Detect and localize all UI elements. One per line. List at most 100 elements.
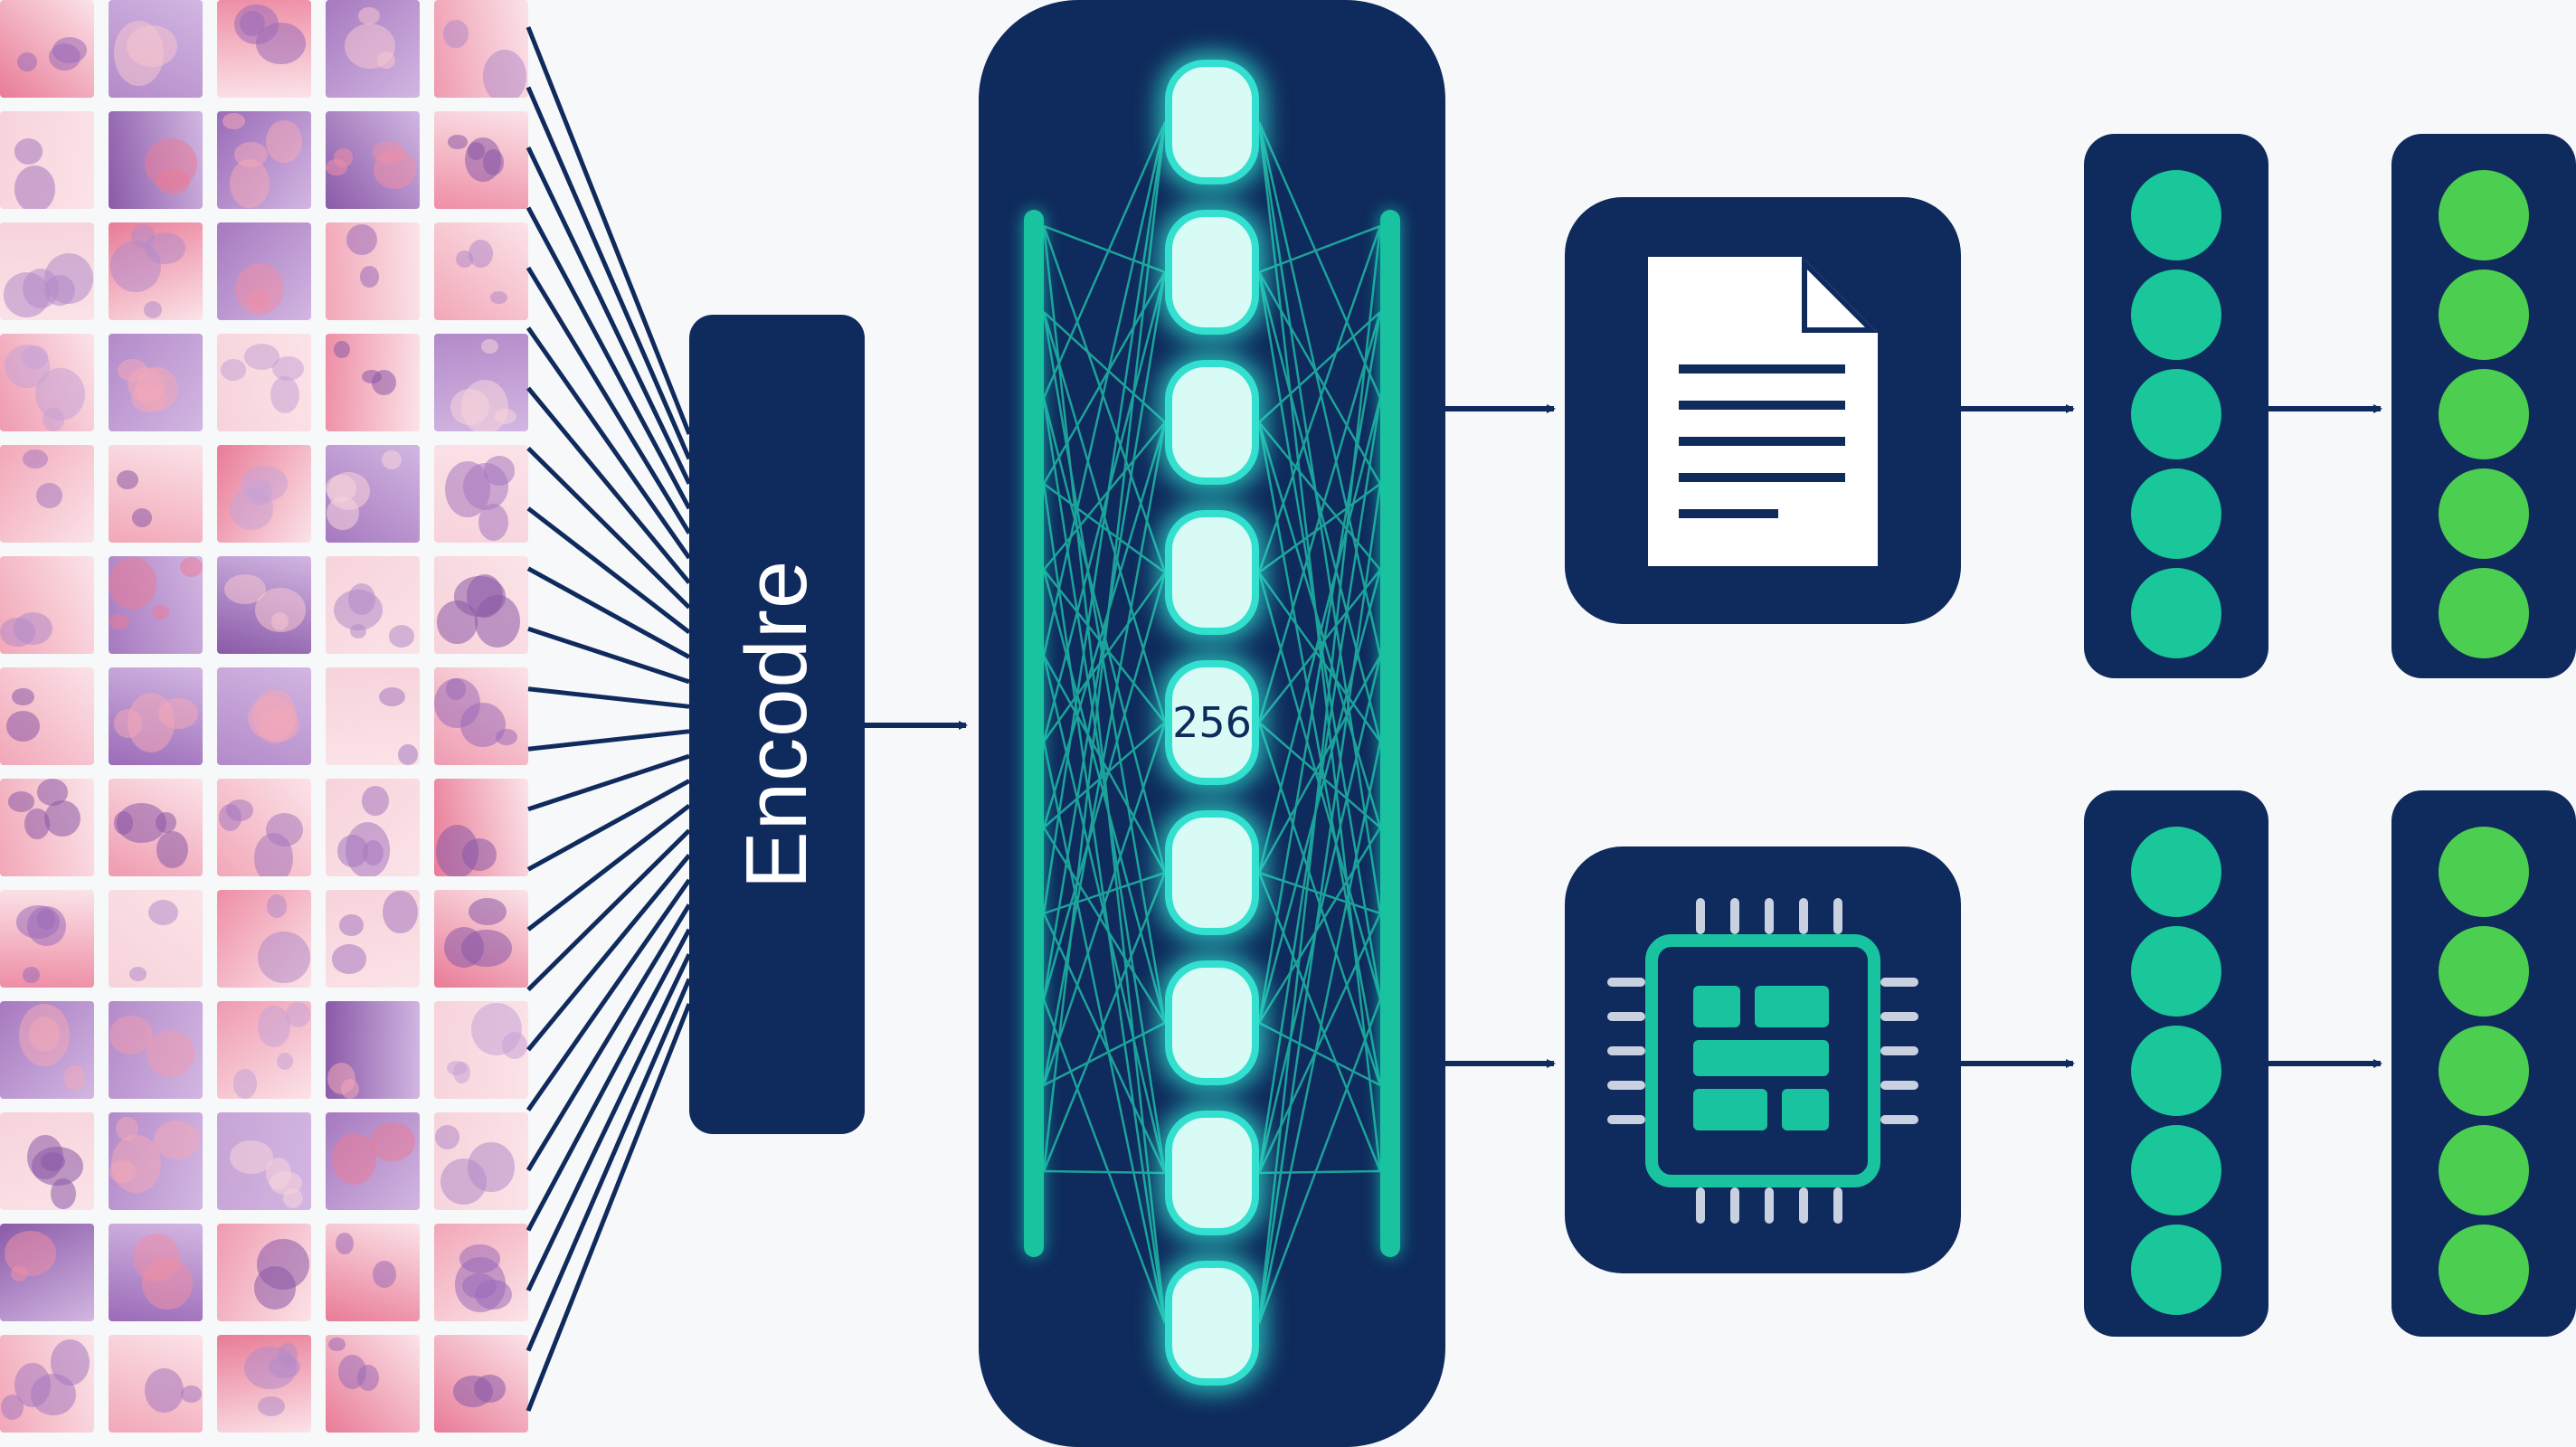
embedding-dot bbox=[2131, 1026, 2221, 1116]
tissue-tile bbox=[434, 556, 528, 654]
fan-line bbox=[526, 779, 691, 872]
tissue-tile bbox=[109, 222, 203, 320]
tissue-tile bbox=[217, 334, 311, 431]
tissue-tile bbox=[109, 1001, 203, 1099]
latent-node bbox=[1165, 60, 1259, 184]
fan-line bbox=[526, 566, 691, 659]
fan-line bbox=[526, 928, 692, 1232]
latent-node bbox=[1165, 960, 1259, 1085]
fan-line bbox=[526, 146, 692, 485]
tissue-tile bbox=[0, 334, 94, 431]
tissue-tile bbox=[217, 111, 311, 209]
chip-icon bbox=[1607, 898, 1918, 1224]
encoder-label: Encodre bbox=[728, 559, 825, 890]
fan-line bbox=[527, 753, 690, 812]
tissue-tile bbox=[109, 1335, 203, 1433]
fan-line bbox=[526, 953, 692, 1292]
output-dot bbox=[2439, 1026, 2529, 1116]
tissue-tile bbox=[109, 445, 203, 543]
embedding-column-bottom bbox=[2084, 790, 2268, 1337]
tissue-tile bbox=[217, 667, 311, 765]
embedding-dot bbox=[2131, 468, 2221, 559]
right-rail bbox=[1380, 210, 1400, 1257]
tissue-tile bbox=[326, 1224, 420, 1321]
tissue-tile bbox=[0, 890, 94, 988]
tissue-tile bbox=[434, 1112, 528, 1210]
tissue-tile bbox=[109, 556, 203, 654]
tissue-tile bbox=[217, 556, 311, 654]
tissue-tile bbox=[0, 111, 94, 209]
output-dot bbox=[2439, 270, 2529, 360]
output-column-bottom bbox=[2391, 790, 2576, 1337]
tissue-tile bbox=[434, 445, 528, 543]
tissue-tile bbox=[217, 890, 311, 988]
tissue-tile bbox=[326, 111, 420, 209]
tissue-tile bbox=[217, 1335, 311, 1433]
embedding-dot bbox=[2131, 926, 2221, 1017]
fan-line bbox=[526, 386, 691, 584]
tissue-tile bbox=[434, 111, 528, 209]
tissue-tile bbox=[0, 1335, 94, 1433]
latent-node bbox=[1165, 1261, 1259, 1386]
tissue-tile bbox=[434, 779, 528, 876]
tissue-tile bbox=[0, 667, 94, 765]
tissue-tile bbox=[0, 0, 94, 98]
output-dot bbox=[2439, 1225, 2529, 1315]
fan-line bbox=[527, 626, 690, 685]
tissue-tile bbox=[434, 222, 528, 320]
left-rail bbox=[1024, 210, 1044, 1257]
tissue-tile bbox=[434, 667, 528, 765]
tissue-tile bbox=[434, 334, 528, 431]
fan-line bbox=[526, 266, 692, 534]
fan-line bbox=[527, 729, 690, 752]
tissue-tile bbox=[326, 1001, 420, 1099]
tissue-tile bbox=[326, 667, 420, 765]
fan-line bbox=[526, 803, 691, 932]
tissue-tile bbox=[217, 779, 311, 876]
latent-node bbox=[1165, 210, 1259, 335]
fan-line bbox=[526, 1003, 692, 1412]
tissue-tile bbox=[109, 1112, 203, 1210]
latent-node bbox=[1165, 510, 1259, 635]
latent-network-panel: 256 bbox=[979, 0, 1445, 1447]
tissue-tile bbox=[0, 556, 94, 654]
fan-line bbox=[526, 828, 691, 992]
tissue-tile bbox=[326, 890, 420, 988]
tissue-tile bbox=[326, 556, 420, 654]
tissue-tile bbox=[109, 1224, 203, 1321]
latent-node bbox=[1165, 810, 1259, 935]
tissue-tile bbox=[109, 0, 203, 98]
latent-dimension-label: 256 bbox=[1172, 698, 1252, 747]
fan-line bbox=[526, 903, 692, 1172]
tissue-tile bbox=[326, 222, 420, 320]
tissue-tile bbox=[217, 445, 311, 543]
embedding-dot bbox=[2131, 1125, 2221, 1215]
tissue-tile bbox=[109, 334, 203, 431]
tissue-tile bbox=[109, 111, 203, 209]
tissue-tile bbox=[0, 1001, 94, 1099]
latent-node-256: 256 bbox=[1165, 660, 1259, 785]
fan-line bbox=[526, 854, 691, 1052]
embedding-dot bbox=[2131, 1225, 2221, 1315]
tissue-patch-grid bbox=[0, 0, 543, 1447]
fan-line bbox=[526, 26, 692, 435]
tissue-tile bbox=[326, 334, 420, 431]
tissue-tile bbox=[109, 667, 203, 765]
embedding-dot bbox=[2131, 369, 2221, 459]
fan-line bbox=[526, 206, 692, 510]
embedding-dot bbox=[2131, 270, 2221, 360]
latent-node bbox=[1165, 1111, 1259, 1235]
fan-line bbox=[526, 878, 692, 1111]
document-icon bbox=[1648, 257, 1878, 566]
output-dot bbox=[2439, 827, 2529, 917]
tissue-tile bbox=[434, 1335, 528, 1433]
tissue-tile bbox=[434, 890, 528, 988]
tissue-tile bbox=[326, 779, 420, 876]
tissue-tile bbox=[326, 1112, 420, 1210]
fan-line bbox=[526, 978, 692, 1352]
tissue-tile bbox=[326, 445, 420, 543]
encoder-block: Encodre bbox=[689, 315, 865, 1134]
fan-line bbox=[526, 326, 692, 560]
tissue-tile bbox=[0, 445, 94, 543]
